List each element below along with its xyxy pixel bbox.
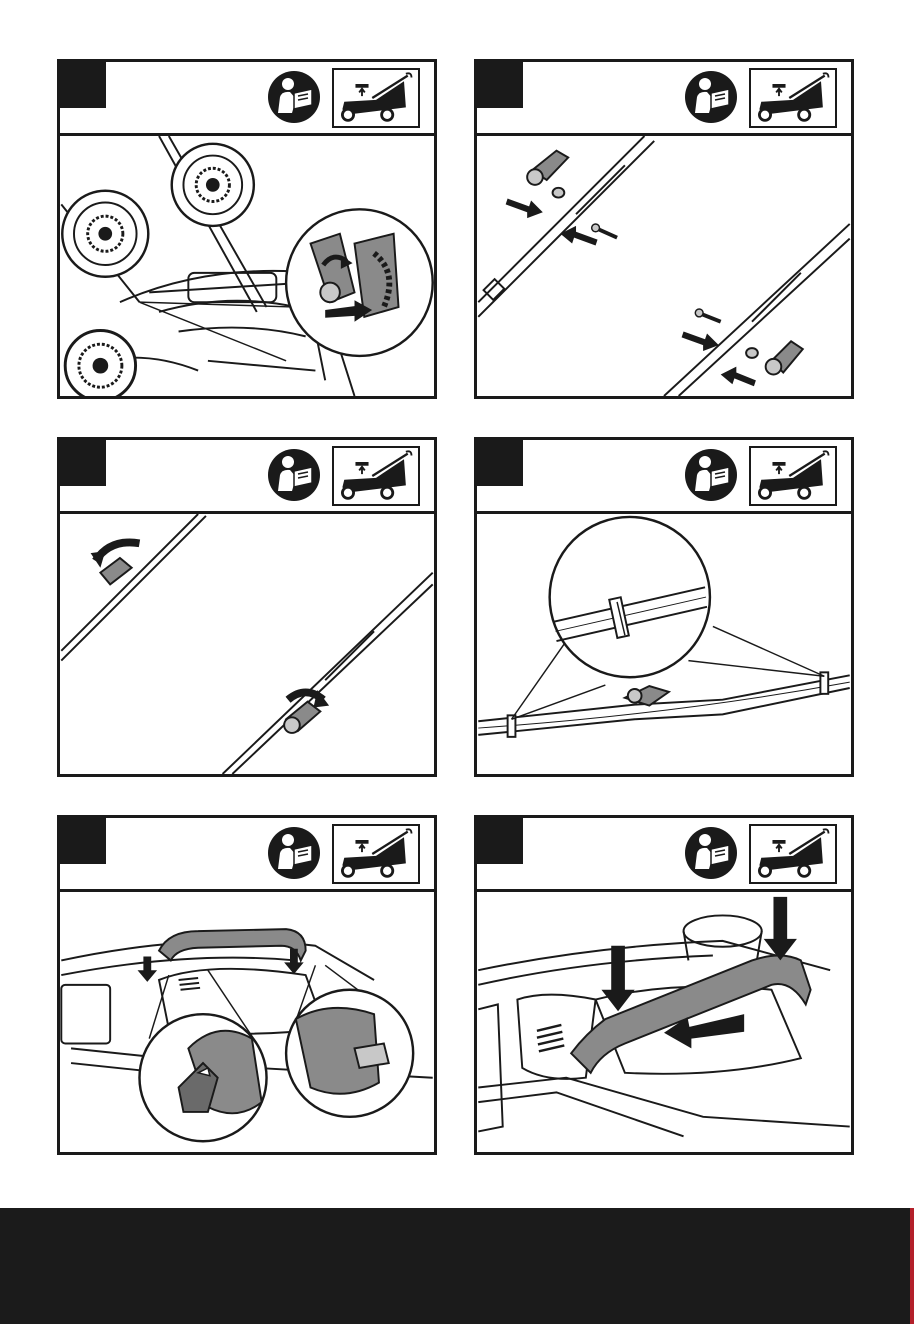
- footer-accent-strip: [910, 1208, 914, 1324]
- step-panel-6: [474, 815, 854, 1155]
- zoom-detail-lever: [286, 209, 433, 356]
- mower-handle-icon: [749, 68, 837, 128]
- wheel-circle-left: [62, 191, 148, 277]
- vent-slots: [537, 1025, 564, 1051]
- step-number-box: [477, 818, 523, 864]
- bolt-bottom: [701, 314, 721, 322]
- illustration-cable-clip-detail: [477, 514, 851, 774]
- handle-tubes-drawing: [477, 136, 851, 396]
- panel-header: [60, 440, 434, 514]
- read-manual-icon: [683, 447, 739, 503]
- arrow-top-left: [506, 199, 543, 219]
- washer-bottom: [746, 348, 758, 358]
- illustration-rear-wheel-height-adjustment: [60, 136, 434, 396]
- wheel-bottom-left: [65, 331, 135, 396]
- step-number-box: [60, 440, 106, 486]
- read-manual-icon: [683, 825, 739, 881]
- mower-handle-icon: [332, 68, 420, 128]
- read-manual-icon: [683, 69, 739, 125]
- grass-box-handle: [159, 929, 306, 960]
- cable-clip-drawing: [477, 514, 851, 774]
- vent-slots: [179, 978, 201, 990]
- arrow-down-left: [138, 957, 158, 982]
- grass-box-insert-drawing: [60, 892, 434, 1152]
- zoom-detail-cable-clip: [550, 517, 710, 677]
- illustration-grass-box-handle-insert: [60, 892, 434, 1152]
- mower-rear-wheels-drawing: [60, 136, 434, 396]
- panel-header: [60, 818, 434, 892]
- zoom-detail-handle-end-right: [286, 990, 413, 1117]
- illustration-handle-bolt-assembly: [477, 136, 851, 396]
- step-number-box: [477, 440, 523, 486]
- step-panel-3: [57, 437, 437, 777]
- illustration-tighten-handle-knobs: [60, 514, 434, 774]
- washer-top: [553, 188, 565, 198]
- page-footer-bar: [0, 1208, 914, 1324]
- mower-handle-icon: [332, 446, 420, 506]
- read-manual-icon: [266, 447, 322, 503]
- zoom-detail-handle-end-left: [139, 1014, 266, 1141]
- step-panel-5: [57, 815, 437, 1155]
- step-panel-4: [474, 437, 854, 777]
- illustration-grass-box-handle-fitted: [477, 892, 851, 1152]
- knob-top: [527, 151, 568, 185]
- wheel-circle-top: [172, 144, 254, 226]
- arrow-down-right: [764, 897, 797, 961]
- knob-bottom: [766, 341, 803, 374]
- grass-box-handle: [571, 956, 810, 1073]
- knob-tightening-drawing: [60, 514, 434, 774]
- grass-box-fitted-drawing: [477, 892, 851, 1152]
- read-manual-icon: [266, 825, 322, 881]
- mower-handle-icon: [749, 824, 837, 884]
- step-number-box: [60, 62, 106, 108]
- panel-header: [477, 818, 851, 892]
- step-number-box: [60, 818, 106, 864]
- step-panel-1: [57, 59, 437, 399]
- arrow-bottom-right: [721, 367, 756, 387]
- arrow-bottom-left: [682, 331, 719, 351]
- knob-upper: [100, 558, 131, 584]
- arrow-down-left: [601, 946, 634, 1011]
- mower-handle-icon: [749, 446, 837, 506]
- step-panel-2: [474, 59, 854, 399]
- panel-header: [477, 440, 851, 514]
- step-number-box: [477, 62, 523, 108]
- panel-header: [477, 62, 851, 136]
- read-manual-icon: [266, 69, 322, 125]
- bolt-top: [598, 229, 618, 238]
- panel-header: [60, 62, 434, 136]
- mower-handle-icon: [332, 824, 420, 884]
